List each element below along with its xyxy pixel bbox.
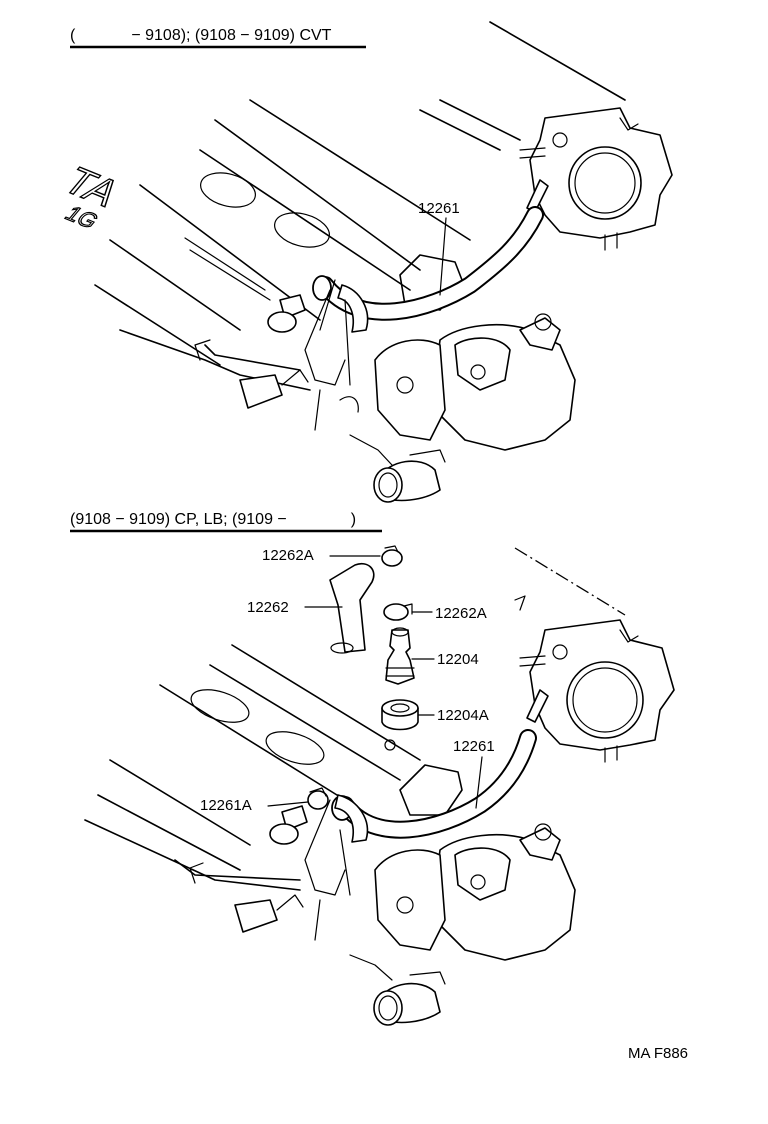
leader-12261A [267, 801, 309, 807]
leader-12261-bottom [475, 756, 483, 809]
top-section: ( − 9108); (9108 − 9109) CVT TA 1G [54, 21, 673, 503]
label-12262A-valve: 12262A [435, 605, 487, 622]
label-12261-bottom: 12261 [453, 738, 495, 755]
pcv-valve-12204 [385, 627, 415, 685]
hose-12261-top [312, 206, 544, 333]
label-12262: 12262 [247, 599, 289, 616]
throttle-body-top [519, 107, 673, 251]
bottom-section: (9108 − 9109) CP, LB; (9109 − ) [70, 511, 675, 1026]
distributor-bottom [234, 799, 576, 1026]
distributor-top [239, 279, 576, 503]
engine-outline-bottom [84, 547, 626, 891]
clamp-12262A-upper [381, 545, 403, 567]
cover-marking-letters: TA [54, 160, 129, 214]
hose-12262 [329, 563, 375, 654]
hose-12261-bottom [331, 729, 537, 843]
label-12261-top: 12261 [418, 200, 460, 217]
leader-12261-top [439, 217, 447, 296]
clamp-12261A [307, 787, 329, 810]
label-12204A: 12204A [437, 707, 489, 724]
grommet-12204A [381, 699, 419, 731]
header-bottom-text: (9108 − 9109) CP, LB; (9109 − ) [70, 511, 356, 528]
footer-code: MA F886 [628, 1045, 688, 1062]
clamp-12262A-valve [383, 603, 413, 621]
throttle-body-bottom [519, 619, 675, 763]
label-12262A-upper: 12262A [262, 547, 314, 564]
header-top-text: ( − 9108); (9108 − 9109) CVT [70, 27, 332, 44]
label-12204: 12204 [437, 651, 479, 668]
label-12261A: 12261A [200, 797, 252, 814]
